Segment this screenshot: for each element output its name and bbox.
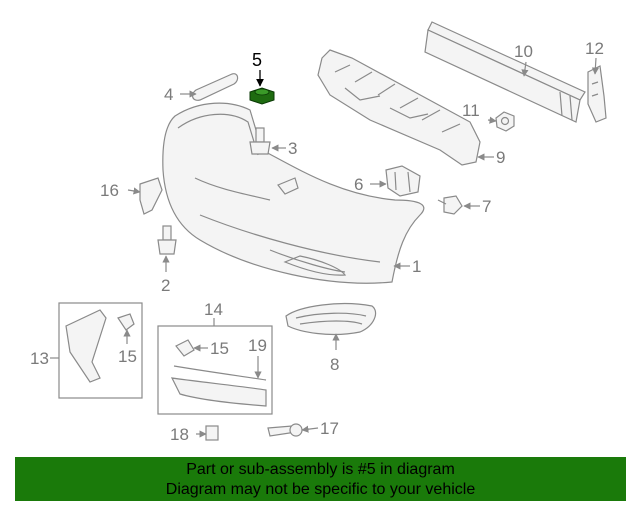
callout-4[interactable]: 4 xyxy=(164,85,173,104)
banner-line-2: Diagram may not be specific to your vehi… xyxy=(165,481,476,498)
leader-lines xyxy=(50,57,599,438)
callout-7[interactable]: 7 xyxy=(482,197,491,216)
callout-17[interactable]: 17 xyxy=(320,419,339,438)
callout-19[interactable]: 19 xyxy=(248,336,267,355)
callout-10[interactable]: 10 xyxy=(514,42,533,61)
callout-11[interactable]: 11 xyxy=(462,101,480,120)
part-12-side-bracket xyxy=(587,65,607,123)
banner-line-1: Part or sub-assembly is #5 in diagram xyxy=(186,461,455,478)
part-11-nut xyxy=(495,111,515,132)
part-3-bolt xyxy=(249,127,271,155)
callout-14[interactable]: 14 xyxy=(204,300,223,319)
callout-8[interactable]: 8 xyxy=(330,355,339,374)
callout-16[interactable]: 16 xyxy=(100,181,119,200)
callout-5-highlighted[interactable]: 5 xyxy=(252,50,262,70)
group-13-box xyxy=(58,302,143,399)
part-2-bolt xyxy=(157,225,177,255)
part-6-bracket xyxy=(385,165,421,197)
part-10-reinforcement-bar xyxy=(424,21,586,123)
callout-15-box14[interactable]: 15 xyxy=(210,339,229,358)
part-5-clip-highlighted xyxy=(249,87,275,105)
part-8-fog-bezel xyxy=(285,303,377,336)
callout-9[interactable]: 9 xyxy=(496,148,505,167)
callout-3[interactable]: 3 xyxy=(288,139,297,158)
group-14-box xyxy=(157,325,273,415)
part-16-bracket xyxy=(139,177,163,215)
info-banner: Part or sub-assembly is #5 in diagram Di… xyxy=(15,457,626,501)
part-7-bolt xyxy=(437,195,463,215)
part-1-bumper-cover xyxy=(162,102,425,284)
callout-15-box13[interactable]: 15 xyxy=(118,347,137,366)
part-17-screw xyxy=(267,423,303,437)
callout-12[interactable]: 12 xyxy=(585,39,604,58)
callout-1[interactable]: 1 xyxy=(412,257,421,276)
part-18-clip xyxy=(205,425,219,441)
part-9-energy-absorber xyxy=(317,49,481,166)
callout-18[interactable]: 18 xyxy=(170,425,189,444)
callout-6[interactable]: 6 xyxy=(354,175,363,194)
callout-labels: 10 12 5 4 11 3 9 6 7 16 1 2 14 8 13 15 1… xyxy=(30,39,604,444)
part-4-molding xyxy=(191,73,239,101)
callout-2[interactable]: 2 xyxy=(161,276,170,295)
callout-13[interactable]: 13 xyxy=(30,349,49,368)
